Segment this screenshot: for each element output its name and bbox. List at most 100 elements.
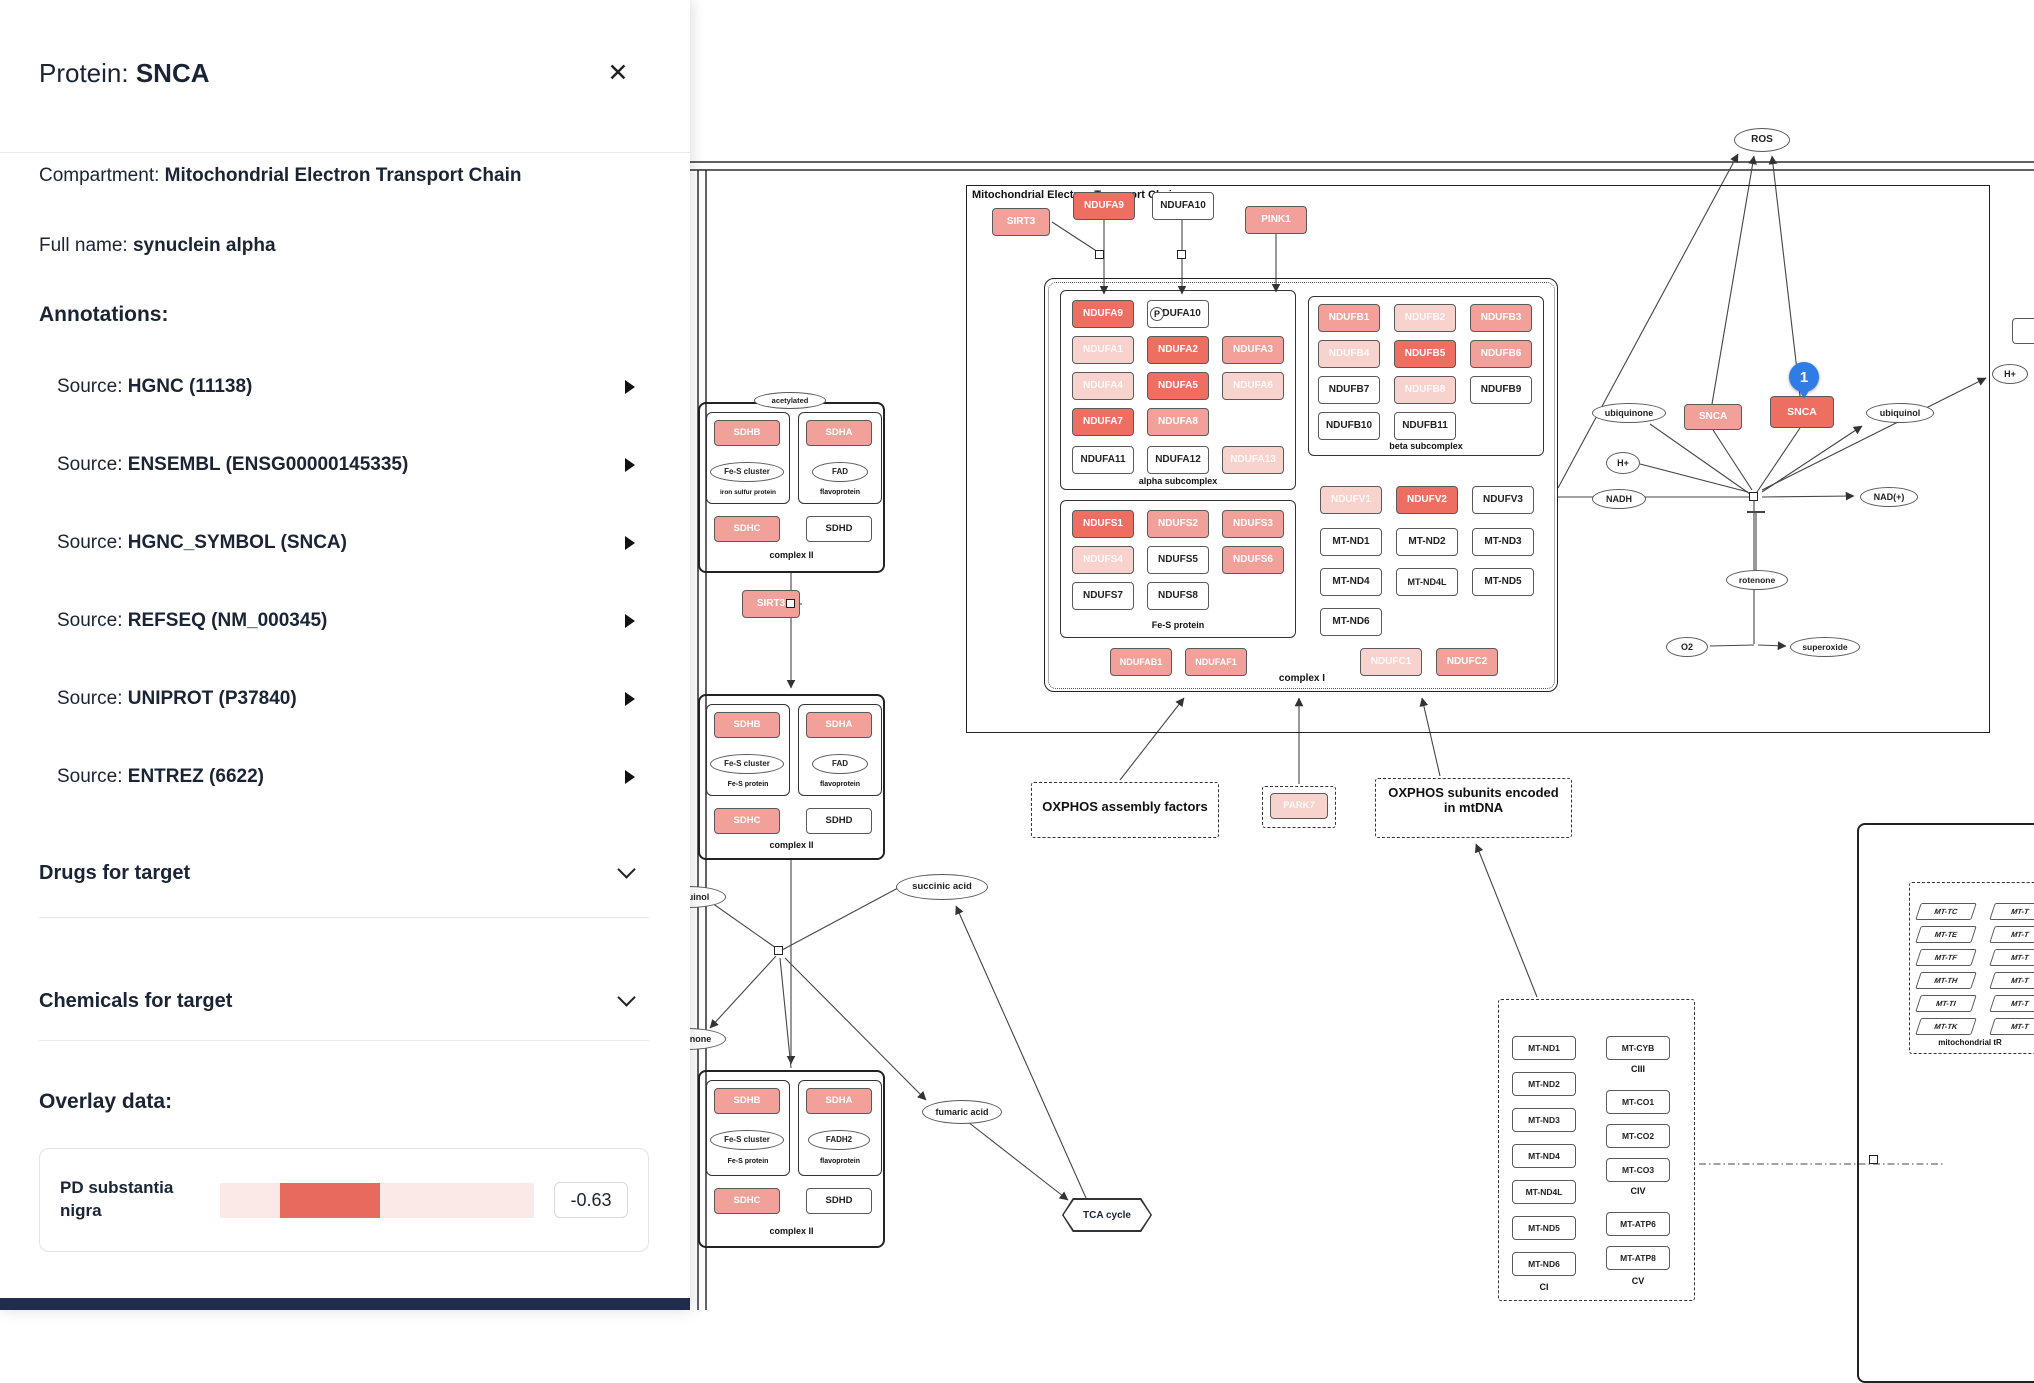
node-ndufa9[interactable]: NDUFA9	[1073, 192, 1135, 220]
node-ndufa9[interactable]: NDUFA9	[1072, 300, 1134, 328]
node-sdhc[interactable]: SDHC	[714, 1188, 780, 1214]
node-succinic-acid[interactable]: succinic acid	[896, 874, 988, 900]
node-mt-t[interactable]: MT-T	[1989, 972, 2034, 989]
node-mt-nd3[interactable]: MT-ND3	[1472, 528, 1534, 556]
chevron-down-icon[interactable]	[617, 860, 635, 878]
node-nadh[interactable]: NADH	[1592, 489, 1646, 509]
node-ndufa10[interactable]: NDUFA10	[1152, 192, 1214, 220]
node-ndufa11[interactable]: NDUFA11	[1072, 446, 1134, 474]
node-box[interactable]	[2012, 318, 2034, 344]
node-ndufc1[interactable]: NDUFC1	[1360, 648, 1422, 676]
node-mt-nd6[interactable]: MT-ND6	[1320, 608, 1382, 636]
expand-triangle-icon[interactable]	[625, 770, 635, 784]
expand-triangle-icon[interactable]	[625, 380, 635, 394]
node-fad[interactable]: FAD	[812, 754, 868, 774]
node-ndufa7[interactable]: NDUFA7	[1072, 408, 1134, 436]
node-ndufv2[interactable]: NDUFV2	[1396, 486, 1458, 514]
node-ndufb11[interactable]: NDUFB11	[1394, 412, 1456, 440]
node-mt-cyb[interactable]: MT-CYB	[1606, 1036, 1670, 1060]
node-mt-tf[interactable]: MT-TF	[1915, 949, 1977, 966]
node-mt-te[interactable]: MT-TE	[1915, 926, 1977, 943]
node-sdhd[interactable]: SDHD	[806, 808, 872, 834]
node-ndufs8[interactable]: NDUFS8	[1147, 582, 1209, 610]
node-mt-nd1[interactable]: MT-ND1	[1320, 528, 1382, 556]
node-ndufb4[interactable]: NDUFB4	[1318, 340, 1380, 368]
map-pin[interactable]: 1	[1789, 362, 1819, 392]
node-ndufb10[interactable]: NDUFB10	[1318, 412, 1380, 440]
node-ndufc2[interactable]: NDUFC2	[1436, 648, 1498, 676]
node-sdhd[interactable]: SDHD	[806, 1188, 872, 1214]
node-ndufa3[interactable]: NDUFA3	[1222, 336, 1284, 364]
node-sdhc[interactable]: SDHC	[714, 516, 780, 542]
node-mt-co3[interactable]: MT-CO3	[1606, 1158, 1670, 1182]
node-ndufa13[interactable]: NDUFA13	[1222, 446, 1284, 474]
node-ndufb6[interactable]: NDUFB6	[1470, 340, 1532, 368]
annotation-row[interactable]: Source: HGNC (11138)	[0, 348, 690, 426]
node-ubiquinone[interactable]: ubiquinone	[1592, 403, 1666, 423]
node-snca[interactable]: SNCA	[1684, 404, 1742, 430]
node-mt-nd2[interactable]: MT-ND2	[1396, 528, 1458, 556]
node-sdhb[interactable]: SDHB	[714, 712, 780, 738]
node-ndufab1[interactable]: NDUFAB1	[1110, 648, 1172, 676]
expand-triangle-icon[interactable]	[625, 536, 635, 550]
node-mt-nd3[interactable]: MT-ND3	[1512, 1108, 1576, 1132]
node-mt-th[interactable]: MT-TH	[1915, 972, 1977, 989]
node-ndufa12[interactable]: NDUFA12	[1147, 446, 1209, 474]
node-mt-nd2[interactable]: MT-ND2	[1512, 1072, 1576, 1096]
node-mt-tk[interactable]: MT-TK	[1915, 1018, 1977, 1035]
node-sdhc[interactable]: SDHC	[714, 808, 780, 834]
node-ndufa1[interactable]: NDUFA1	[1072, 336, 1134, 364]
node-mt-co2[interactable]: MT-CO2	[1606, 1124, 1670, 1148]
node-ndufv1[interactable]: NDUFV1	[1320, 486, 1382, 514]
node-mt-nd4[interactable]: MT-ND4	[1320, 568, 1382, 596]
node-sdha[interactable]: SDHA	[806, 712, 872, 738]
node-mt-t[interactable]: MT-T	[1989, 926, 2034, 943]
node-sdhd[interactable]: SDHD	[806, 516, 872, 542]
node-ndufs7[interactable]: NDUFS7	[1072, 582, 1134, 610]
node-mt-t[interactable]: MT-T	[1989, 1018, 2034, 1035]
node-ndufa5[interactable]: NDUFA5	[1147, 372, 1209, 400]
node-sdha[interactable]: SDHA	[806, 1088, 872, 1114]
node-sdha[interactable]: SDHA	[806, 420, 872, 446]
node-fe-s-cluster[interactable]: Fe-S cluster	[710, 754, 784, 774]
node-ndufb8[interactable]: NDUFB8	[1394, 376, 1456, 404]
node-ndufa4[interactable]: NDUFA4	[1072, 372, 1134, 400]
annotation-row[interactable]: Source: UNIPROT (P37840)	[0, 660, 690, 738]
node-ndufs2[interactable]: NDUFS2	[1147, 510, 1209, 538]
node-snca[interactable]: SNCA	[1770, 396, 1834, 428]
node-rotenone[interactable]: rotenone	[1726, 570, 1788, 590]
node-mt-nd5[interactable]: MT-ND5	[1512, 1216, 1576, 1240]
node-ndufb7[interactable]: NDUFB7	[1318, 376, 1380, 404]
annotation-row[interactable]: Source: ENSEMBL (ENSG00000145335)	[0, 426, 690, 504]
node-mt-nd4l[interactable]: MT-ND4L	[1512, 1180, 1576, 1204]
node-ndufb9[interactable]: NDUFB9	[1470, 376, 1532, 404]
node-mt-t[interactable]: MT-T	[1989, 949, 2034, 966]
node-fadh2[interactable]: FADH2	[808, 1130, 870, 1150]
node-fad[interactable]: FAD	[812, 462, 868, 482]
node-ndufs3[interactable]: NDUFS3	[1222, 510, 1284, 538]
node-tca-cycle[interactable]: TCA cycle	[1062, 1198, 1152, 1232]
node-mt-tc[interactable]: MT-TC	[1915, 903, 1977, 920]
node-ndufb3[interactable]: NDUFB3	[1470, 304, 1532, 332]
node-mt-atp6[interactable]: MT-ATP6	[1606, 1212, 1670, 1236]
node-ros[interactable]: ROS	[1734, 128, 1790, 152]
node-mt-nd6[interactable]: MT-ND6	[1512, 1252, 1576, 1276]
node-ndufb1[interactable]: NDUFB1	[1318, 304, 1380, 332]
node-sdhb[interactable]: SDHB	[714, 1088, 780, 1114]
node-ndufb2[interactable]: NDUFB2	[1394, 304, 1456, 332]
node-mt-ti[interactable]: MT-TI	[1915, 995, 1977, 1012]
node-ubiquinol[interactable]: ubiquinol	[1866, 403, 1934, 423]
node-sdhb[interactable]: SDHB	[714, 420, 780, 446]
expand-triangle-icon[interactable]	[625, 614, 635, 628]
node-acetylated[interactable]: acetylated	[754, 392, 826, 409]
node-park7[interactable]: PARK7	[1270, 793, 1328, 819]
node-mt-nd5[interactable]: MT-ND5	[1472, 568, 1534, 596]
node-ndufaf1[interactable]: NDUFAF1	[1185, 648, 1247, 676]
annotation-row[interactable]: Source: HGNC_SYMBOL (SNCA)	[0, 504, 690, 582]
node-nad[interactable]: NAD(+)	[1860, 487, 1918, 507]
expand-triangle-icon[interactable]	[625, 458, 635, 472]
section-drugs-for-target[interactable]: Drugs for target	[0, 846, 690, 900]
node-fe-s-cluster[interactable]: Fe-S cluster	[710, 462, 784, 482]
node-mt-t[interactable]: MT-T	[1989, 995, 2034, 1012]
